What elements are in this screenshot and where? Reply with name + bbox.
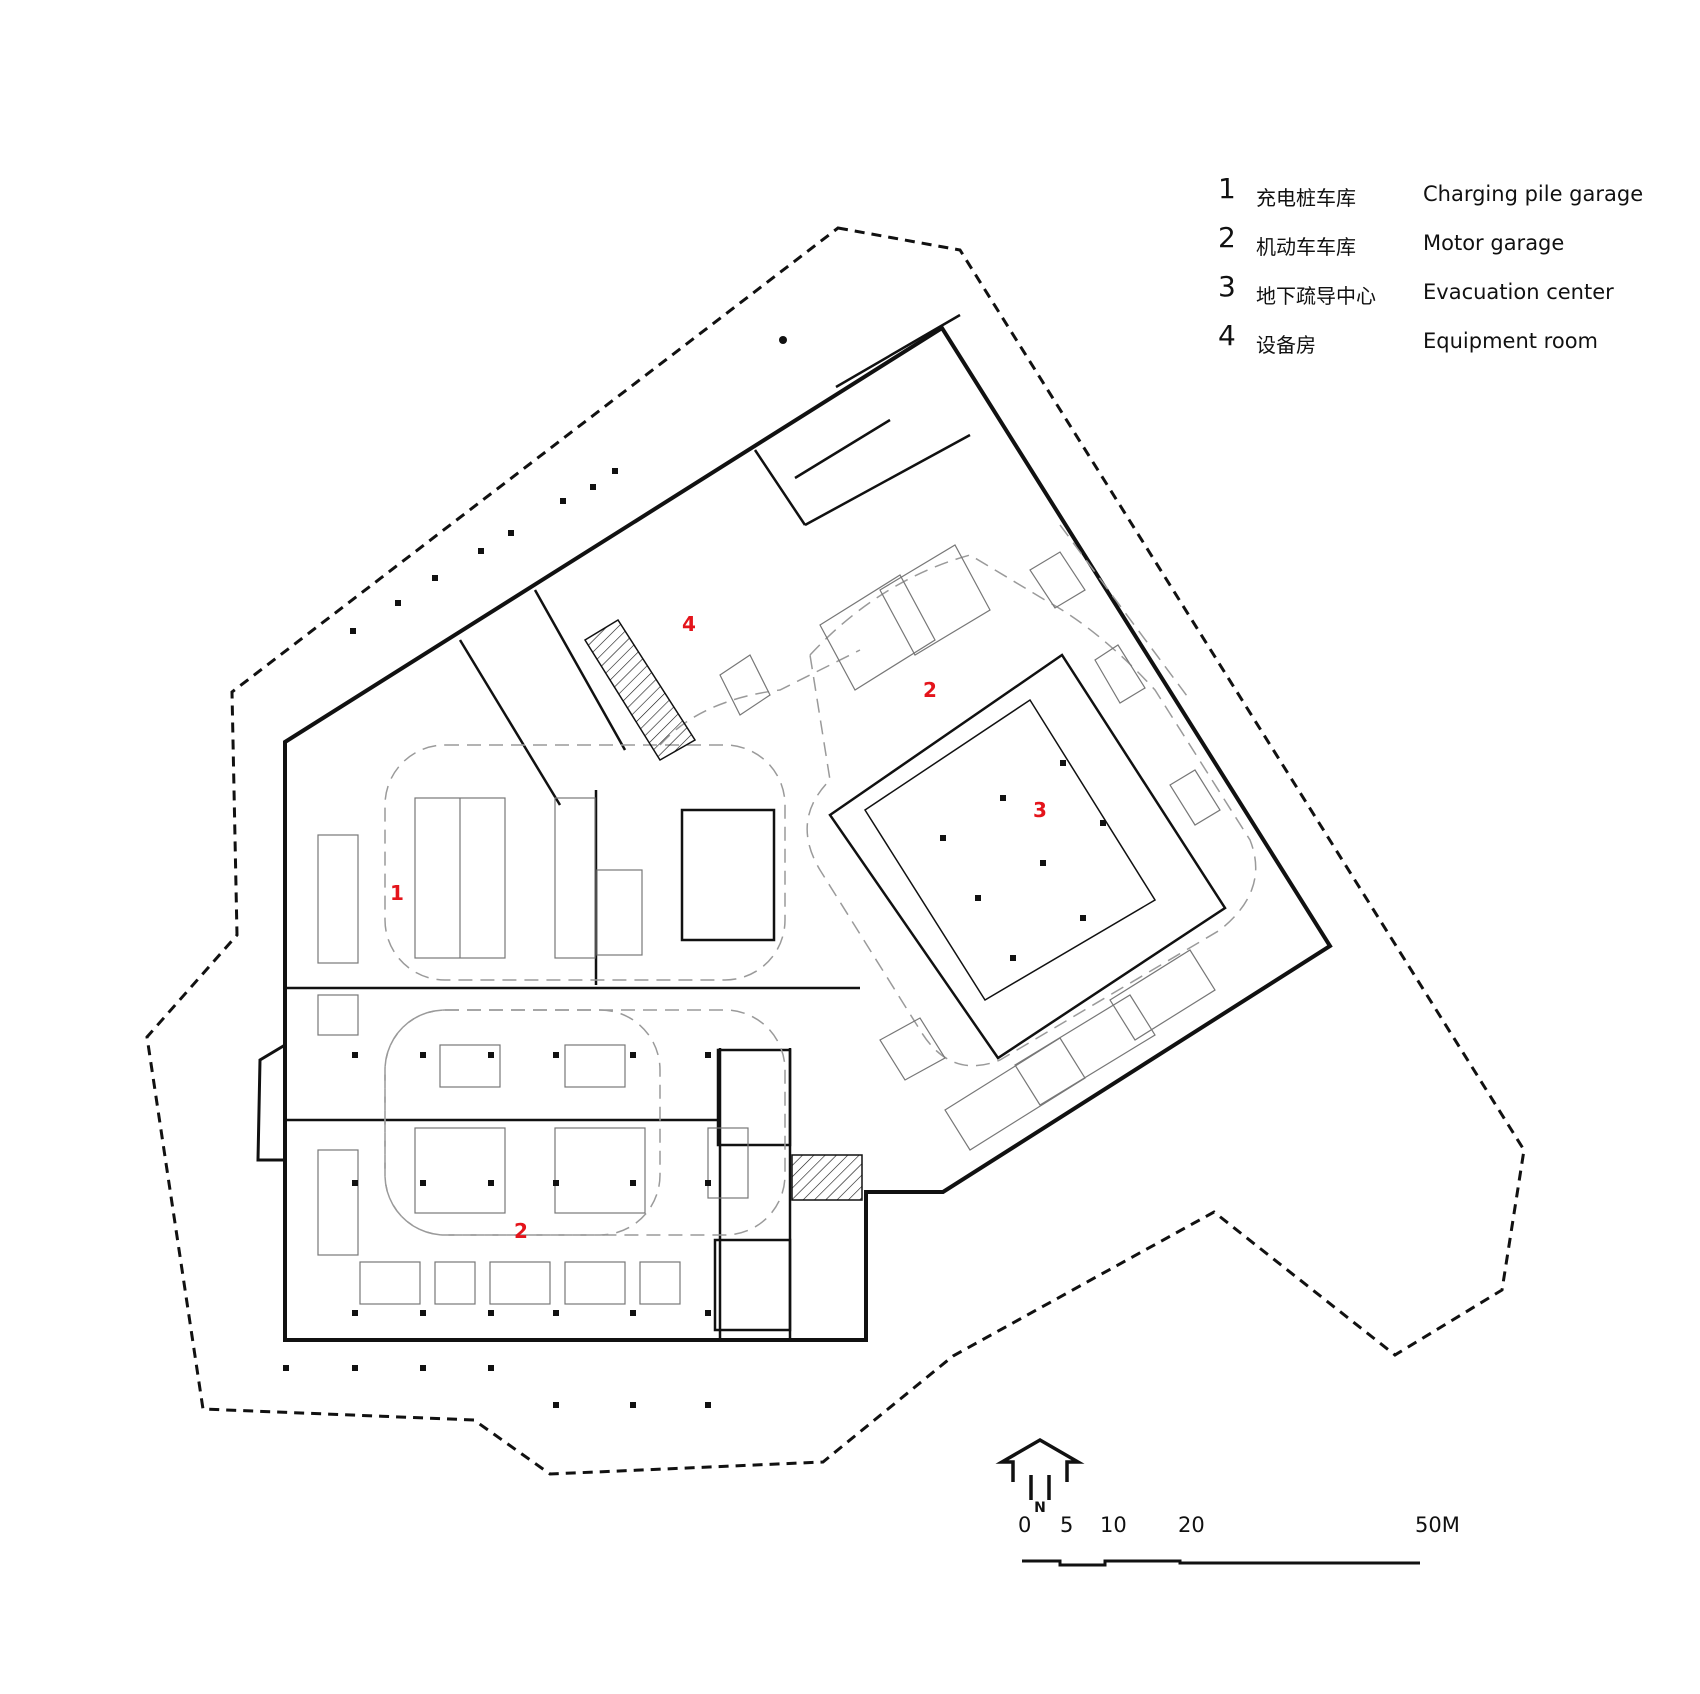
- scale-tick-label: 5: [1060, 1513, 1074, 1537]
- scale-tick-label: 50M: [1415, 1513, 1460, 1537]
- label-evacuation-center: 3: [1033, 798, 1047, 822]
- legend-label-en: Evacuation center: [1423, 280, 1614, 304]
- scale-tick-label: 0: [1018, 1513, 1032, 1537]
- legend-label-en: Charging pile garage: [1423, 182, 1644, 206]
- legend-label-zh: 充电桩车库: [1256, 186, 1356, 210]
- ramp-north: [583, 618, 697, 762]
- structural-columns: [283, 336, 1106, 1408]
- parking-stalls: [317, 544, 1221, 1305]
- legend-item: 2 机动车车库 Motor garage: [1218, 221, 1658, 270]
- legend-item: 4 设备房 Equipment room: [1218, 319, 1658, 368]
- site-boundary: [145, 226, 1526, 1476]
- legend-item: 1 充电桩车库 Charging pile garage: [1218, 172, 1658, 221]
- label-motor-garage-north: 2: [923, 678, 937, 702]
- north-arrow-letter: N: [1034, 1500, 1046, 1516]
- legend-label-en: Motor garage: [1423, 231, 1565, 255]
- label-equipment-room: 4: [682, 612, 696, 636]
- legend-number: 4: [1218, 319, 1236, 352]
- ramp-south: [791, 1154, 863, 1201]
- legend-number: 2: [1218, 221, 1236, 254]
- scale-bar: [1022, 1559, 1420, 1567]
- internal-walls: [285, 313, 971, 1340]
- building-outline: [283, 325, 1333, 1342]
- legend-item: 3 地下疏导中心 Evacuation center: [1218, 270, 1658, 319]
- legend-label-zh: 地下疏导中心: [1256, 284, 1376, 308]
- scale-tick-label: 20: [1178, 1513, 1205, 1537]
- legend-number: 3: [1218, 270, 1236, 303]
- legend: 1 充电桩车库 Charging pile garage 2 机动车车库 Mot…: [1218, 172, 1658, 368]
- west-entrance: [256, 1043, 286, 1162]
- evacuation-center-block: [828, 653, 1227, 1060]
- legend-number: 1: [1218, 172, 1236, 205]
- scale-tick-label: 10: [1100, 1513, 1127, 1537]
- label-charging-garage: 1: [390, 881, 404, 905]
- north-arrow-icon: [995, 1437, 1085, 1500]
- legend-label-zh: 机动车车库: [1256, 235, 1356, 259]
- driveways: [384, 524, 1257, 1236]
- legend-label-en: Equipment room: [1423, 329, 1598, 353]
- label-motor-garage-south: 2: [514, 1219, 528, 1243]
- legend-label-zh: 设备房: [1256, 333, 1316, 357]
